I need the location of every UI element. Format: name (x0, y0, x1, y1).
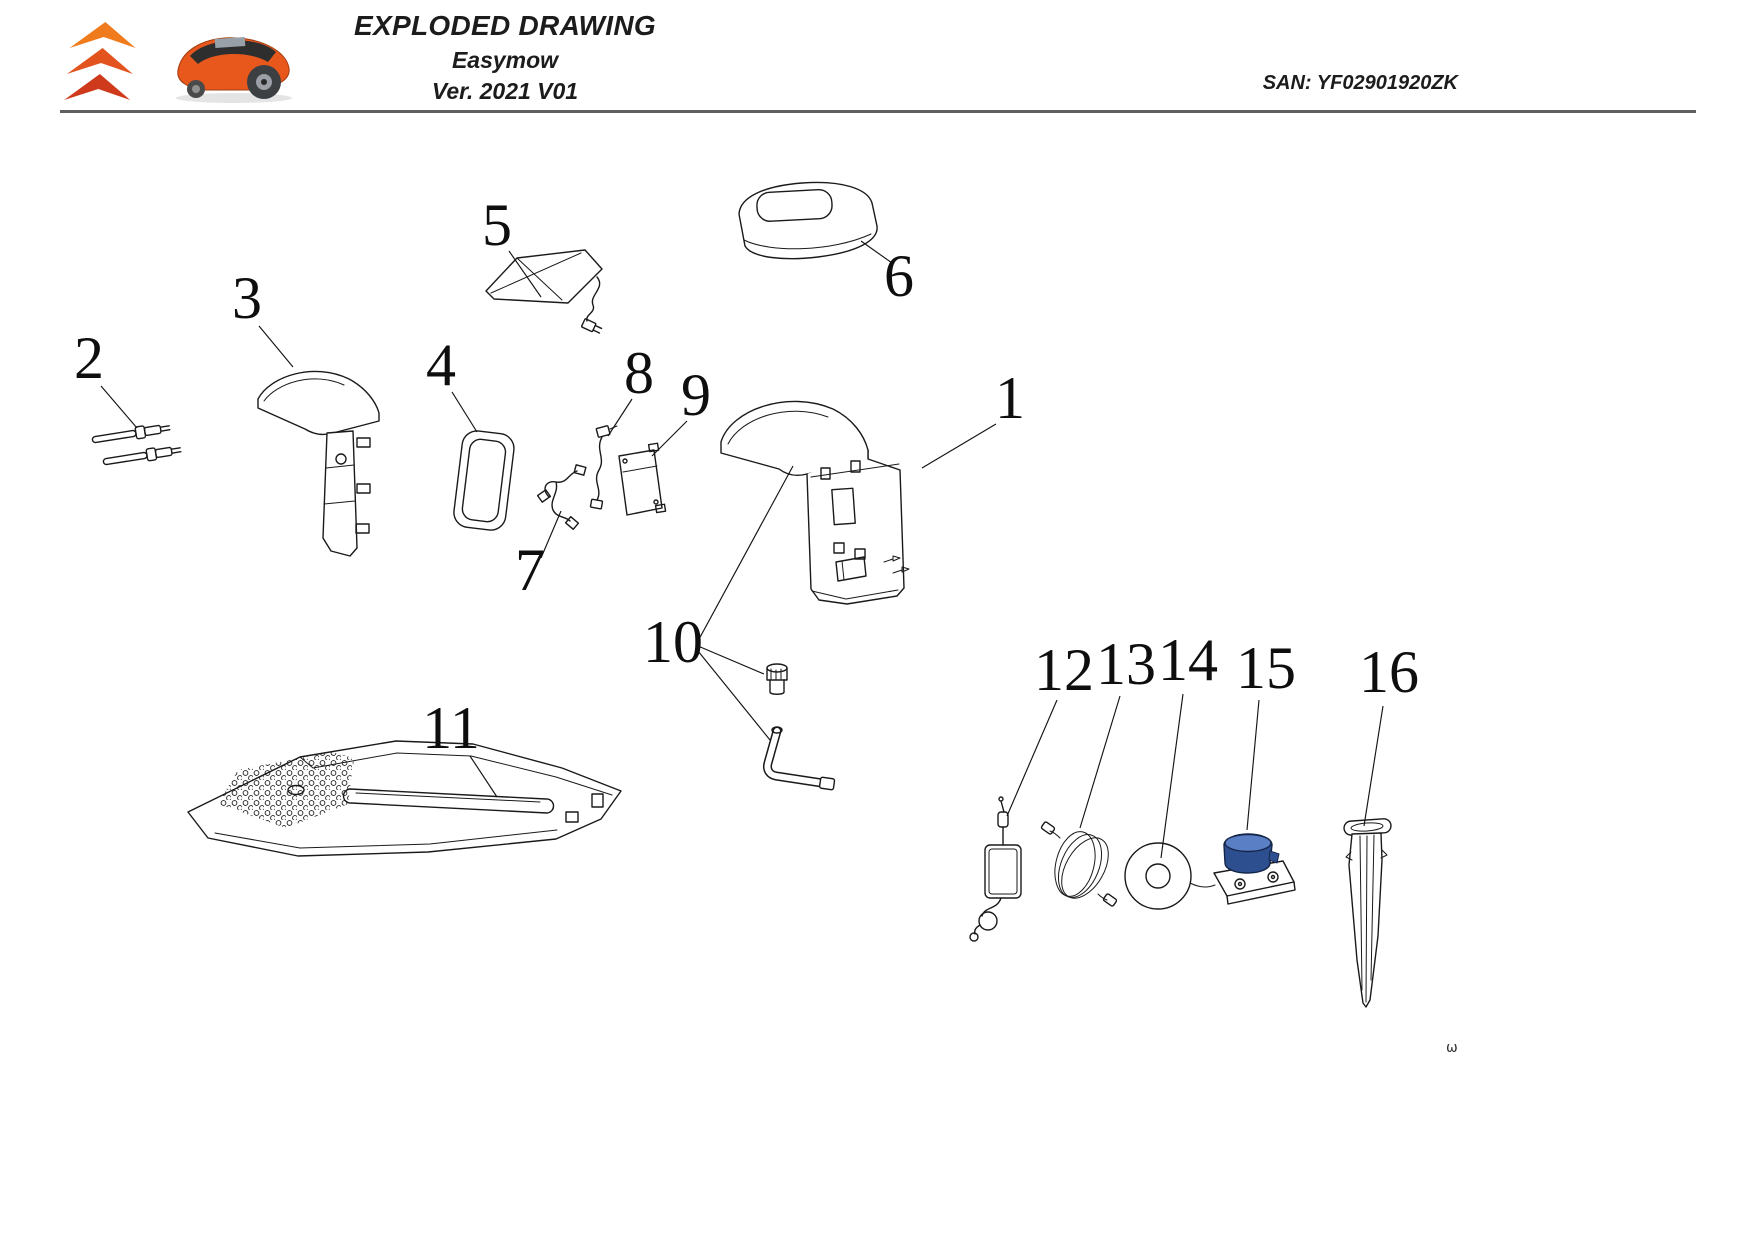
part-callout-4: 4 (426, 332, 456, 398)
leader-8 (607, 398, 633, 437)
leader-1 (921, 423, 997, 469)
part-8-drawing (589, 425, 618, 510)
leader-15 (1246, 699, 1260, 831)
part-callout-3: 3 (232, 265, 262, 331)
footer-mark: ω (1446, 1040, 1458, 1056)
leader-6 (860, 240, 893, 264)
leader-14 (1160, 693, 1184, 859)
callouts: 1 2 3 4 5 6 7 8 9 10 11 12 13 14 15 16 (74, 192, 1419, 761)
part-callout-10: 10 (643, 609, 703, 675)
part-5-drawing (485, 249, 603, 334)
part-9-drawing (618, 442, 667, 516)
leader-10b (697, 645, 765, 675)
part-7-drawing (536, 464, 587, 530)
part-10-rod (763, 726, 836, 791)
product-image (160, 8, 308, 108)
chevron-logo-icon (64, 22, 136, 100)
part-14-drawing (1124, 842, 1216, 910)
part-11-drawing (187, 740, 622, 857)
part-3-drawing (257, 370, 380, 557)
leader-4 (451, 391, 478, 433)
part-callout-1: 1 (995, 365, 1025, 431)
leader-3 (258, 325, 294, 368)
part-1-drawing (720, 400, 910, 605)
part-callout-16: 16 (1359, 639, 1419, 705)
title-block: EXPLODED DRAWING Easymow Ver. 2021 V01 (320, 10, 690, 105)
san-code: SAN: YF02901920ZK (1262, 72, 1458, 94)
part-callout-2: 2 (74, 325, 104, 391)
leader-13 (1079, 695, 1121, 829)
part-callout-11: 11 (422, 695, 480, 761)
part-callout-12: 12 (1034, 637, 1094, 703)
robot-mower-icon (176, 36, 292, 103)
part-6-drawing (738, 181, 878, 260)
leader-10a (697, 465, 794, 642)
part-callout-7: 7 (515, 537, 545, 603)
part-callout-13: 13 (1096, 631, 1156, 697)
part-callout-5: 5 (482, 192, 512, 258)
part-callout-14: 14 (1158, 627, 1218, 693)
leader-2 (100, 385, 138, 429)
part-13-drawing (1040, 821, 1118, 907)
leader-12 (1006, 699, 1058, 817)
leader-11 (469, 755, 498, 798)
part-callout-9: 9 (681, 362, 711, 428)
leader-16 (1363, 705, 1384, 827)
part-10-drawing (763, 663, 836, 791)
part-12-drawing (969, 796, 1022, 942)
leader-7 (540, 510, 562, 559)
part-callout-15: 15 (1236, 635, 1296, 701)
leader-5 (508, 250, 542, 298)
part-callout-8: 8 (624, 340, 654, 406)
part-15-drawing (1213, 833, 1296, 905)
part-callout-6: 6 (884, 243, 914, 309)
brand-logo (54, 6, 166, 108)
part-16-drawing (1343, 818, 1392, 1008)
leader-9 (651, 420, 688, 457)
page-title: EXPLODED DRAWING (354, 10, 656, 41)
header-divider (60, 110, 1696, 113)
version-label: Ver. 2021 V01 (431, 78, 579, 104)
leader-10c (697, 650, 771, 741)
part-10-cap (766, 663, 788, 695)
model-name: Easymow (451, 47, 559, 73)
part-2-drawing (90, 421, 183, 469)
leader-lines (100, 240, 1384, 859)
part-4-drawing (453, 430, 515, 531)
